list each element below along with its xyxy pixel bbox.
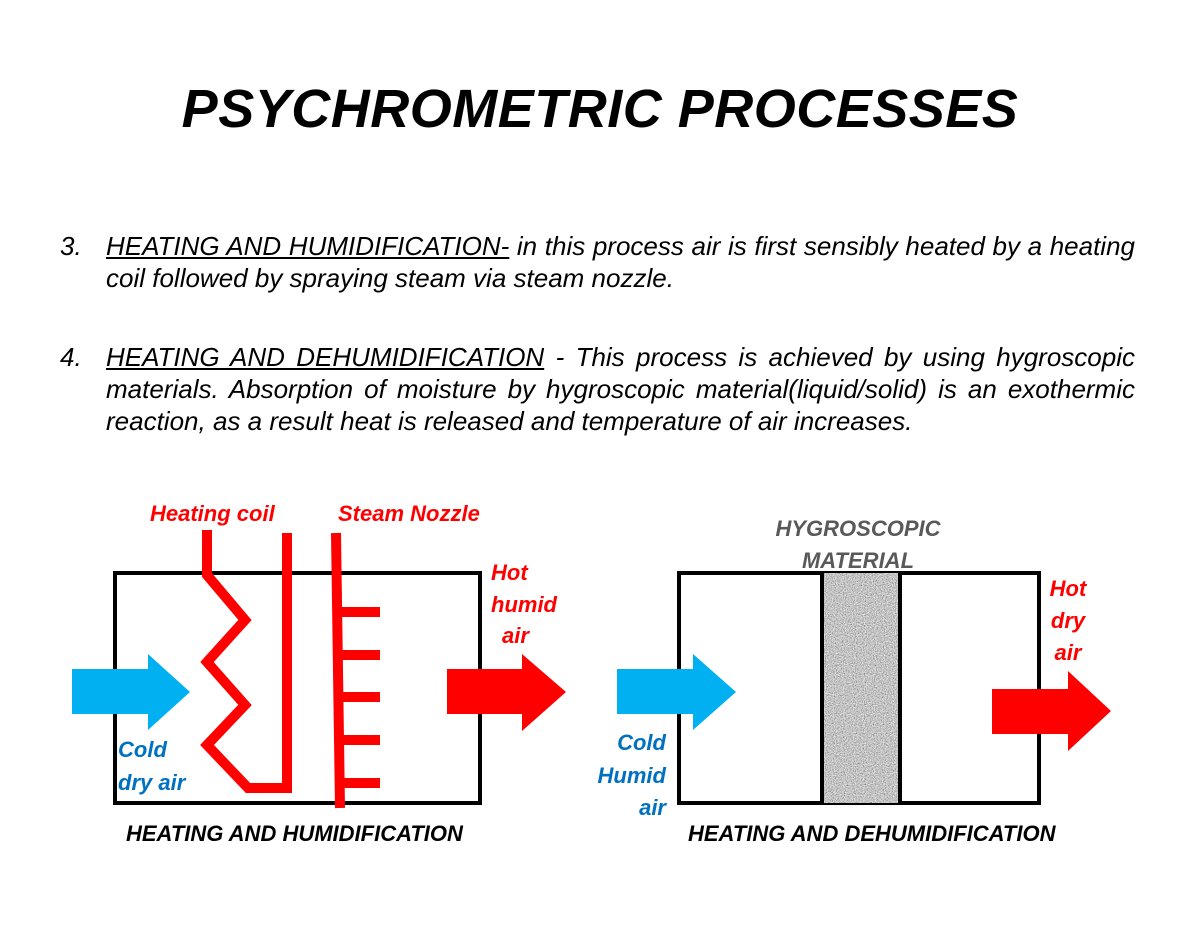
point-text: in this process air is first sensibly he… [106,231,1135,293]
inlet-label-line-1: Cold [617,730,666,755]
point-heading: HEATING AND DEHUMIDIFICATION [106,342,545,372]
heating-humidification-diagram: Heating coil Steam Nozzle Hot humid air … [72,501,566,846]
right-caption: HEATING AND DEHUMIDIFICATION [688,821,1057,846]
heating-dehumidification-diagram: HYGROSCOPIC MATERIAL Hot dry air Cold Hu… [598,516,1111,846]
inlet-label-line-2: dry air [118,770,187,795]
cold-air-inlet-arrow [617,654,736,730]
outlet-label-line-1: Hot [491,560,529,585]
inlet-label-line-1: Cold [118,737,167,762]
hot-air-outlet-arrow [992,671,1111,751]
hot-air-outlet-arrow [447,654,566,731]
inlet-label-line-2: Humid [598,763,667,788]
left-caption: HEATING AND HUMIDIFICATION [126,821,464,846]
point-text: - This process is achieved by using hygr… [106,342,1136,436]
point-heading: HEATING AND HUMIDIFICATION- [106,231,510,261]
outlet-label-line-3: air [502,623,530,648]
material-label-line-1: HYGROSCOPIC [775,516,941,541]
outlet-label-line-2: dry [1051,608,1087,633]
steam-nozzle-label: Steam Nozzle [338,501,480,526]
cold-air-inlet-arrow [72,654,190,730]
material-label-line-2: MATERIAL [802,548,914,573]
outlet-label-line-1: Hot [1050,576,1088,601]
point-number: 4. [60,342,82,372]
heating-coil [200,530,292,793]
point-number: 3. [60,231,82,261]
process-point-3: 3. HEATING AND HUMIDIFICATION- in this p… [60,230,1135,294]
outlet-label-line-2: humid [491,592,558,617]
inlet-label-line-3: air [639,795,667,820]
process-point-4: 4. HEATING AND DEHUMIDIFICATION - This p… [60,341,1135,437]
steam-nozzle [331,532,380,809]
hygroscopic-material-block [822,573,900,803]
point-body: HEATING AND DEHUMIDIFICATION - This proc… [60,341,1135,437]
outlet-label-line-3: air [1055,640,1083,665]
point-body: HEATING AND HUMIDIFICATION- in this proc… [60,230,1135,294]
page-title: PSYCHROMETRIC PROCESSES [181,79,1019,139]
heating-coil-label: Heating coil [150,501,276,526]
